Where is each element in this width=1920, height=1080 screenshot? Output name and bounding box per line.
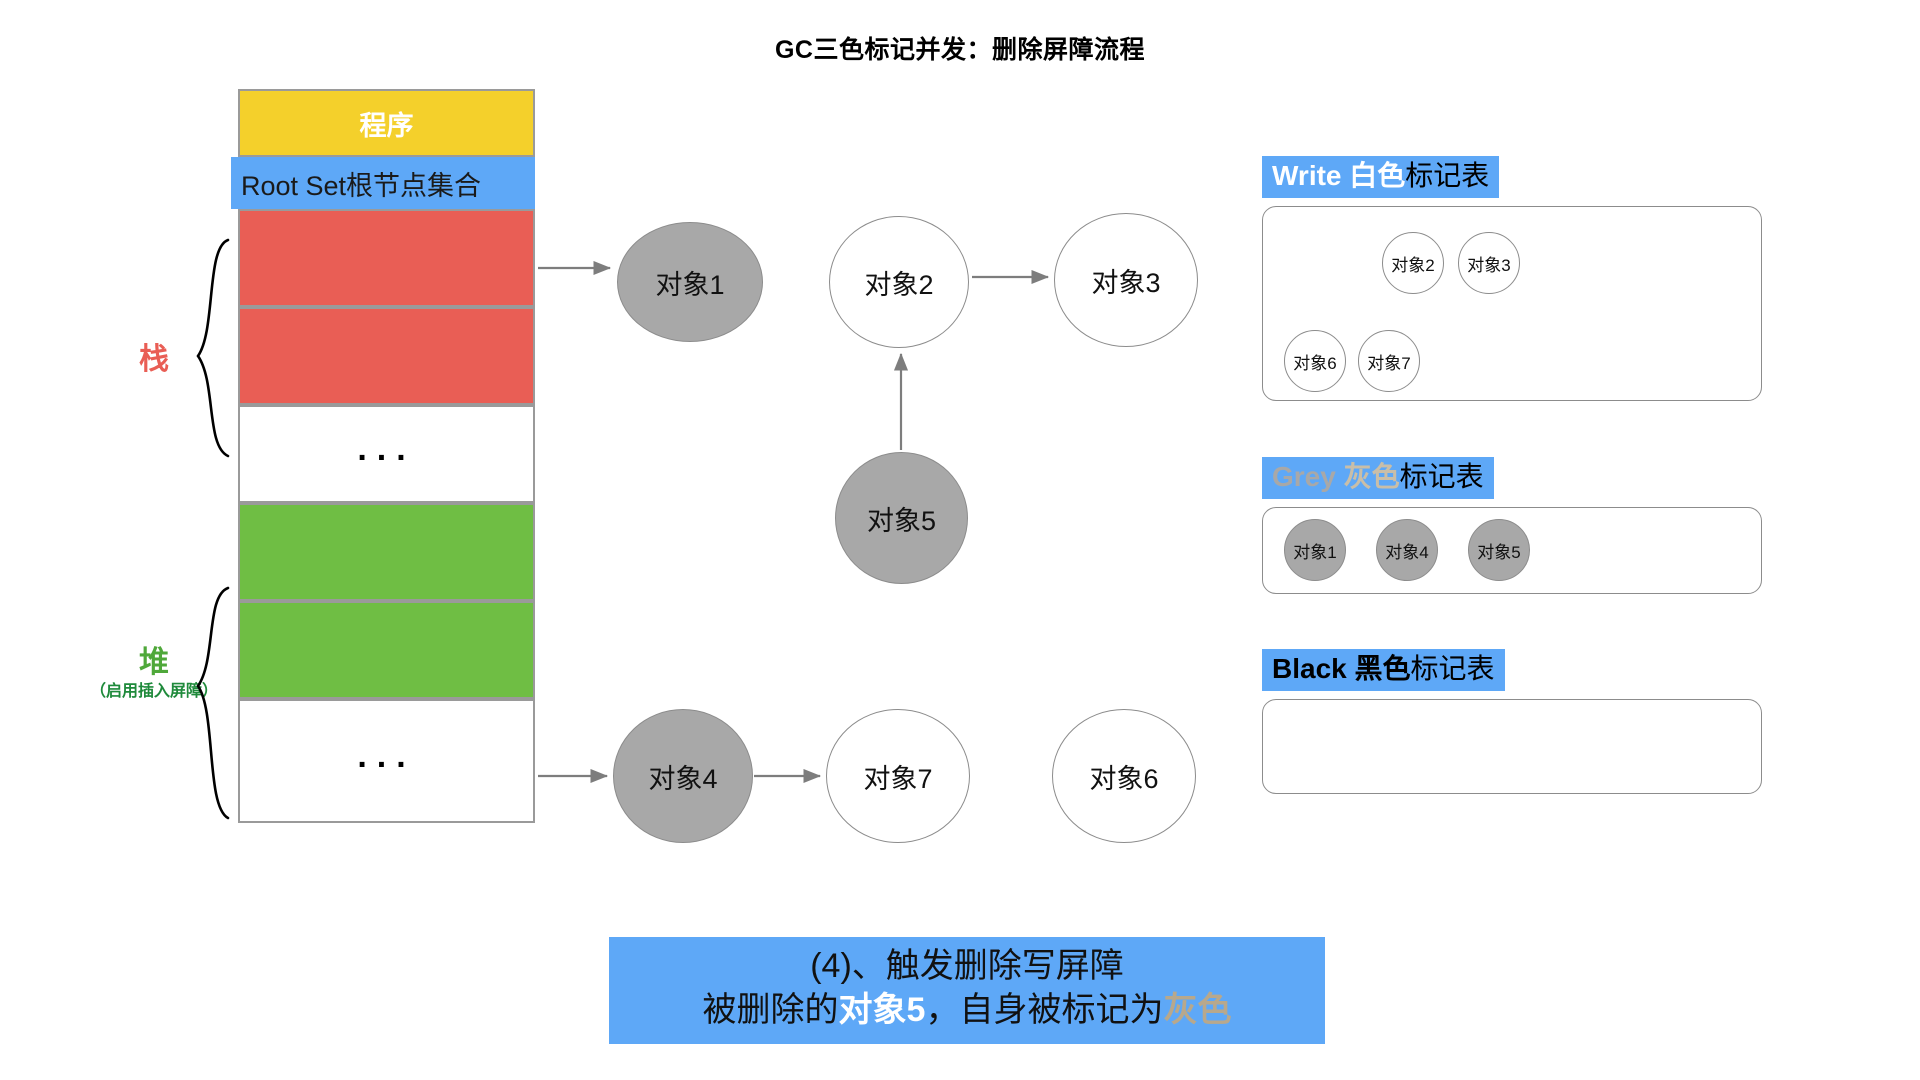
node-obj1: 对象1: [617, 222, 763, 342]
chip-obj6-label: 对象6: [1293, 353, 1337, 373]
heap-gap-slot: ...: [238, 699, 535, 823]
memory-column: 程序 Root Set根节点集合 ... ...: [231, 89, 535, 823]
node-obj4: 对象4: [613, 709, 753, 843]
stack-slot-2: [238, 307, 535, 405]
chip-obj1: 对象1: [1284, 519, 1346, 581]
node-obj2-label: 对象2: [864, 269, 934, 300]
black-title-color: 黑色: [1354, 653, 1411, 684]
chip-obj2: 对象2: [1382, 232, 1444, 294]
program-label: 程序: [359, 110, 414, 141]
chip-obj3: 对象3: [1458, 232, 1520, 294]
white-mark-table-title: Write 白色标记表: [1262, 156, 1500, 199]
caption-line-1: (4)、触发删除写屏障: [810, 947, 1124, 985]
white-mark-table-box: [1262, 206, 1762, 401]
stack-gap-slot: ...: [238, 405, 535, 503]
node-obj6: 对象6: [1052, 709, 1196, 843]
chip-obj6: 对象6: [1284, 330, 1346, 392]
chip-obj1-label: 对象1: [1293, 542, 1337, 562]
black-mark-table: Black 黑色标记表: [1262, 649, 1762, 794]
node-obj3: 对象3: [1054, 213, 1198, 347]
caption-line2-grey: 灰色: [1163, 990, 1232, 1029]
heap-brace: [196, 586, 230, 820]
chip-obj4: 对象4: [1376, 519, 1438, 581]
white-title-en: Write: [1272, 160, 1342, 191]
ellipsis-heap: ...: [357, 737, 416, 775]
stack-slot-1: [238, 209, 535, 307]
grey-title-en: Grey: [1272, 461, 1336, 492]
caption-line2-c: ，自身被标记为: [925, 990, 1164, 1029]
root-set-block: Root Set根节点集合: [231, 157, 535, 209]
node-obj5: 对象5: [835, 452, 968, 584]
white-title-color: 白色: [1349, 160, 1406, 191]
grey-title-rest: 标记表: [1399, 461, 1484, 492]
chip-obj5-label: 对象5: [1477, 542, 1521, 562]
page-title: GC三色标记并发：删除屏障流程: [774, 36, 1145, 64]
white-mark-table: Write 白色标记表 对象2 对象3 对象6 对象7: [1262, 156, 1762, 401]
caption-line2-a: 被删除的: [702, 990, 839, 1029]
chip-obj5: 对象5: [1468, 519, 1530, 581]
chip-obj2-label: 对象2: [1391, 255, 1435, 275]
step-caption: (4)、触发删除写屏障 被删除的对象5，自身被标记为灰色: [609, 937, 1325, 1045]
white-title-rest: 标记表: [1405, 160, 1490, 191]
heap-label-text: 堆: [139, 646, 169, 679]
node-obj5-label: 对象5: [866, 505, 937, 536]
grey-mark-table: Grey 灰色标记表 对象1 对象4 对象5: [1262, 457, 1762, 594]
heap-slot-2: [238, 601, 535, 699]
node-obj7-label: 对象7: [863, 763, 933, 794]
stack-label: 栈: [139, 343, 169, 376]
caption-line2-highlight: 对象5: [838, 990, 926, 1029]
black-title-en: Black: [1272, 653, 1347, 684]
heap-sublabel: （启用插入屏障）: [89, 683, 218, 700]
node-obj4-label: 对象4: [648, 763, 718, 794]
node-obj1-label: 对象1: [655, 269, 725, 300]
caption-line-2: 被删除的对象5，自身被标记为灰色: [609, 989, 1325, 1033]
root-set-label: Root Set根节点集合: [241, 170, 482, 201]
chip-obj7: 对象7: [1358, 330, 1420, 392]
node-obj3-label: 对象3: [1091, 267, 1161, 298]
black-mark-table-title: Black 黑色标记表: [1262, 649, 1505, 692]
heap-label: 堆 （启用插入屏障）: [46, 646, 262, 701]
chip-obj7-label: 对象7: [1367, 353, 1411, 373]
black-mark-table-box: [1262, 699, 1762, 794]
node-obj7: 对象7: [826, 709, 970, 843]
chip-obj3-label: 对象3: [1467, 255, 1511, 275]
heap-slot-1: [238, 503, 535, 601]
node-obj6-label: 对象6: [1089, 763, 1159, 794]
black-title-rest: 标记表: [1410, 653, 1495, 684]
chip-obj4-label: 对象4: [1385, 542, 1429, 562]
grey-mark-table-title: Grey 灰色标记表: [1262, 457, 1494, 500]
node-obj2: 对象2: [829, 216, 969, 348]
grey-title-color: 灰色: [1343, 461, 1400, 492]
program-block: 程序: [238, 89, 535, 157]
ellipsis-stack: ...: [357, 430, 416, 468]
